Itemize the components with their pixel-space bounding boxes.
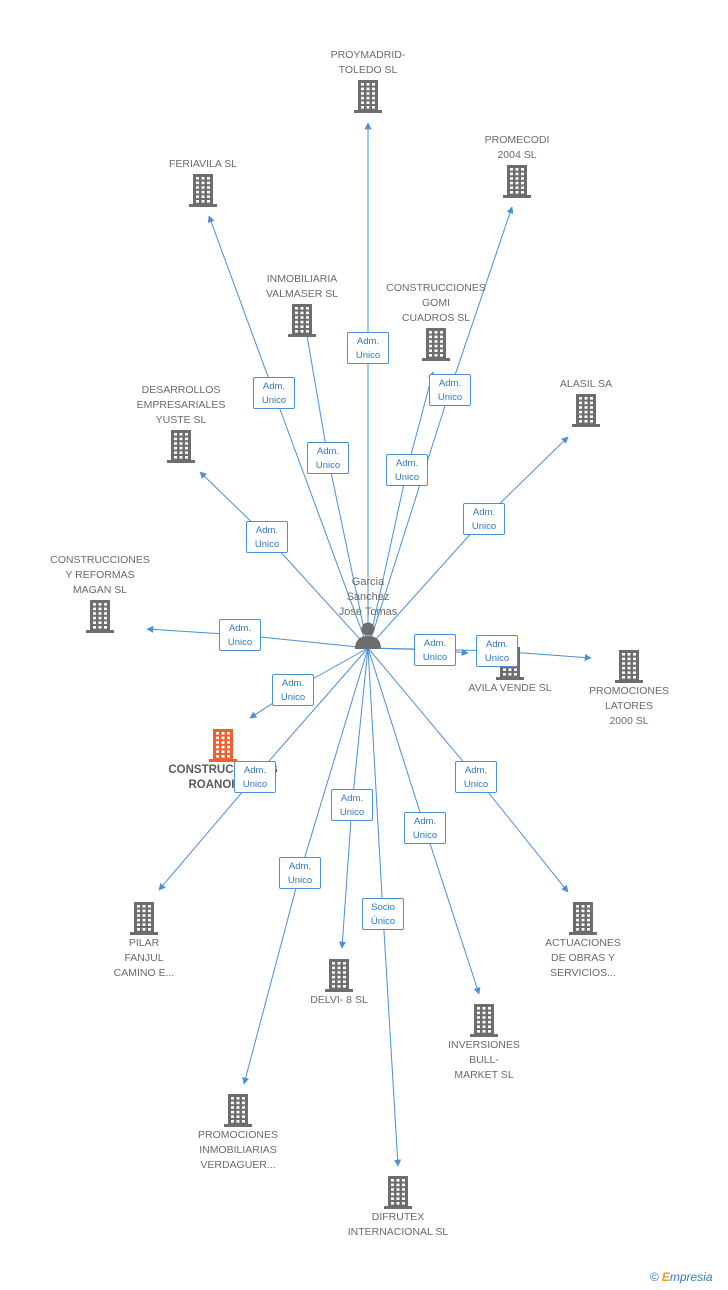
company-label: PROMOCIONES LATORES 2000 SL [589,685,669,727]
company-label: ACTUACIONES DE OBRAS Y SERVICIOS... [545,937,621,979]
building-icon [503,165,531,198]
company-node-inmobiliaria-valmaser[interactable]: INMOBILIARIA VALMASER SL [227,272,377,338]
company-node-alasil[interactable]: ALASIL SA [511,377,661,428]
company-label: CONSTRUCCIONES Y REFORMAS MAGAN SL [50,554,150,596]
company-label: PROMOCIONES INMOBILIARIAS VERDAGUER... [198,1129,278,1171]
building-icon [384,1176,412,1209]
relation-badge-promecodi[interactable]: Adm. Unico [429,374,471,406]
company-node-difrutex[interactable]: DIFRUTEX INTERNACIONAL SL [323,1174,473,1240]
company-label: INVERSIONES BULL- MARKET SL [448,1039,520,1081]
company-node-inversiones-bull[interactable]: INVERSIONES BULL- MARKET SL [409,1002,559,1083]
brand-initial: E [661,1270,670,1284]
company-label: AVILA VENDE SL [468,682,552,694]
company-node-feriavila[interactable]: FERIAVILA SL [128,157,278,208]
company-node-promociones-verdaguer[interactable]: PROMOCIONES INMOBILIARIAS VERDAGUER... [163,1092,313,1173]
company-label: PROMECODI 2004 SL [484,134,550,161]
building-icon [288,304,316,337]
company-node-promociones-latores[interactable]: PROMOCIONES LATORES 2000 SL [554,648,704,729]
relation-badge-actuaciones-obras[interactable]: Adm. Unico [455,761,497,793]
building-icon [470,1004,498,1037]
relation-badge-construcciones-gomi[interactable]: Adm. Unico [386,454,428,486]
company-node-actuaciones-obras[interactable]: ACTUACIONES DE OBRAS Y SERVICIOS... [508,900,658,981]
person-name: Garcia Sanchez Jose Tomas [338,576,398,618]
company-node-construcciones-gomi[interactable]: CONSTRUCCIONES GOMI CUADROS SL [361,281,511,362]
company-label: DIFRUTEX INTERNACIONAL SL [347,1211,449,1238]
relation-badge-promociones-latores[interactable]: Adm. Unico [476,635,518,667]
relation-badge-feriavila[interactable]: Adm. Unico [253,377,295,409]
relation-badge-construcciones-magan[interactable]: Adm. Unico [219,619,261,651]
company-label: DELVI- 8 SL [310,994,368,1006]
building-icon [130,902,158,935]
building-icon [224,1094,252,1127]
relation-badge-alasil[interactable]: Adm. Unico [463,503,505,535]
relation-badge-promociones-verdaguer[interactable]: Adm. Unico [279,857,321,889]
relation-badge-difrutex[interactable]: Socio Único [362,898,404,930]
brand-name: mpresia [669,1270,713,1284]
relation-badge-desarrollos-yuste[interactable]: Adm. Unico [246,521,288,553]
building-icon [615,650,643,683]
relation-badge-construcciones-roanok[interactable]: Adm. Unico [272,674,314,706]
company-node-proymadrid[interactable]: PROYMADRID- TOLEDO SL [293,48,443,114]
company-node-desarrollos-yuste[interactable]: DESARROLLOS EMPRESARIALES YUSTE SL [106,383,256,464]
relation-badge-avila-vende[interactable]: Adm. Unico [414,634,456,666]
building-icon [569,902,597,935]
company-node-pilar-fanjul[interactable]: PILAR FANJUL CAMINO E... [69,900,219,981]
person-node[interactable]: Garcia Sanchez Jose Tomas [308,575,428,650]
relation-badge-inversiones-bull[interactable]: Adm. Unico [404,812,446,844]
building-icon [189,174,217,207]
company-node-delvi[interactable]: DELVI- 8 SL [264,957,414,1008]
company-label: DESARROLLOS EMPRESARIALES YUSTE SL [136,384,226,426]
building-icon [86,600,114,633]
building-icon [572,394,600,427]
building-icon [209,729,237,762]
company-label: CONSTRUCCIONES GOMI CUADROS SL [386,282,486,324]
relation-badge-inmobiliaria-valmaser[interactable]: Adm. Unico [307,442,349,474]
company-node-promecodi[interactable]: PROMECODI 2004 SL [442,133,592,199]
company-label: ALASIL SA [559,378,613,390]
relation-badge-pilar-fanjul[interactable]: Adm. Unico [234,761,276,793]
company-label: INMOBILIARIA VALMASER SL [265,273,339,300]
copyright-symbol: © [650,1270,659,1284]
relation-badge-proymadrid[interactable]: Adm. Unico [347,332,389,364]
building-icon [422,328,450,361]
brand-logo: ©Empresia [650,1270,713,1284]
person-icon [355,622,381,649]
company-node-construcciones-magan[interactable]: CONSTRUCCIONES Y REFORMAS MAGAN SL [25,553,175,634]
building-icon [354,80,382,113]
company-label: PROYMADRID- TOLEDO SL [330,49,406,76]
building-icon [325,959,353,992]
company-label: PILAR FANJUL CAMINO E... [113,937,175,979]
company-label: FERIAVILA SL [168,158,238,170]
building-icon [167,430,195,463]
relation-badge-delvi[interactable]: Adm. Unico [331,789,373,821]
